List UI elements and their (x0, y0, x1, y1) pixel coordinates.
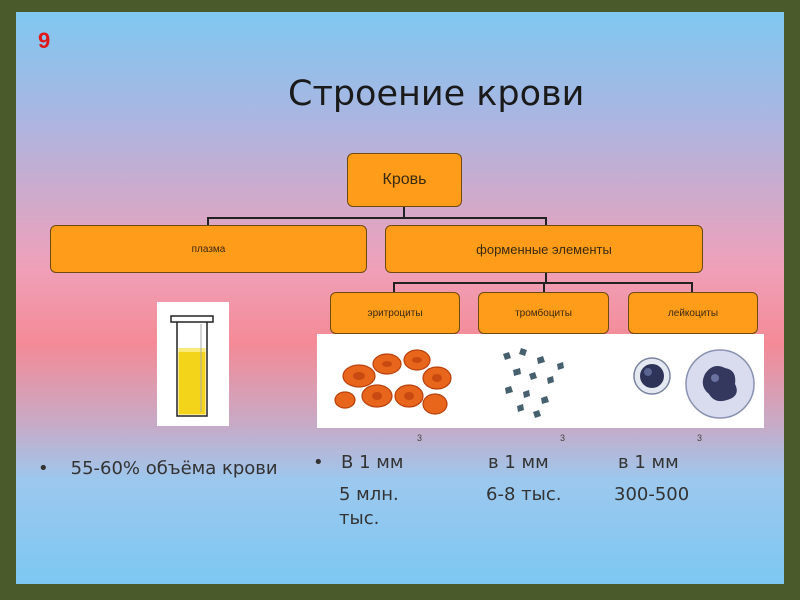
test-tube-image (157, 302, 229, 426)
bullet-dot-icon: • (313, 452, 324, 473)
connector-leukocytes (691, 282, 693, 292)
node-blood: Кровь (347, 153, 462, 207)
node-leukocytes-label: лейкоциты (667, 307, 719, 319)
node-platelets-label: тромбоциты (515, 307, 572, 319)
node-plasma-label: плазма (191, 243, 226, 255)
connector-formed (545, 217, 547, 227)
connector-erythrocytes (393, 282, 395, 292)
unit-superscript-2: 3 (560, 433, 566, 443)
slide: 9 Строение крови Кровь плазма форменные … (16, 12, 784, 584)
platelet-cells-icon (503, 348, 564, 418)
connector-root-down (403, 207, 405, 219)
node-leukocytes: лейкоциты (628, 292, 758, 334)
node-blood-label: Кровь (382, 171, 427, 188)
plasma-volume-text: 55-60% объёма крови (70, 458, 278, 479)
erythrocyte-per-label: В 1 мм (341, 452, 404, 473)
connector-level1-bar (207, 217, 547, 219)
unit-superscript-3: 3 (697, 433, 703, 443)
leukocyte-per-label: в 1 мм (618, 452, 679, 473)
leukocyte-count: 300-500 (614, 484, 690, 505)
node-formed-elements: форменные элементы (385, 225, 703, 273)
connector-platelets (543, 282, 545, 292)
connector-formed-down (545, 273, 547, 283)
erythrocyte-count: 5 млн. (339, 484, 399, 505)
plasma-volume-bullet: • 55-60% объёма крови (38, 458, 278, 479)
unit-superscript-1: 3 (417, 433, 423, 443)
platelet-count: 6-8 тыс. (486, 484, 562, 505)
connector-plasma (207, 217, 209, 227)
node-erythrocytes-label: эритроциты (367, 307, 423, 319)
blood-cells-image (317, 334, 764, 428)
erythrocyte-count-unit: тыс. (339, 508, 380, 529)
slide-title: Строение крови (288, 74, 585, 114)
platelet-per-label: в 1 мм (488, 452, 549, 473)
node-platelets: тромбоциты (478, 292, 609, 334)
bullet-dot-icon: • (38, 458, 49, 479)
leukocyte-cells-icon (633, 349, 755, 419)
node-plasma: плазма (50, 225, 367, 273)
slide-number: 9 (38, 28, 51, 53)
node-formed-elements-label: форменные элементы (476, 241, 612, 257)
counts-bullet: • (313, 452, 324, 473)
node-erythrocytes: эритроциты (330, 292, 460, 334)
